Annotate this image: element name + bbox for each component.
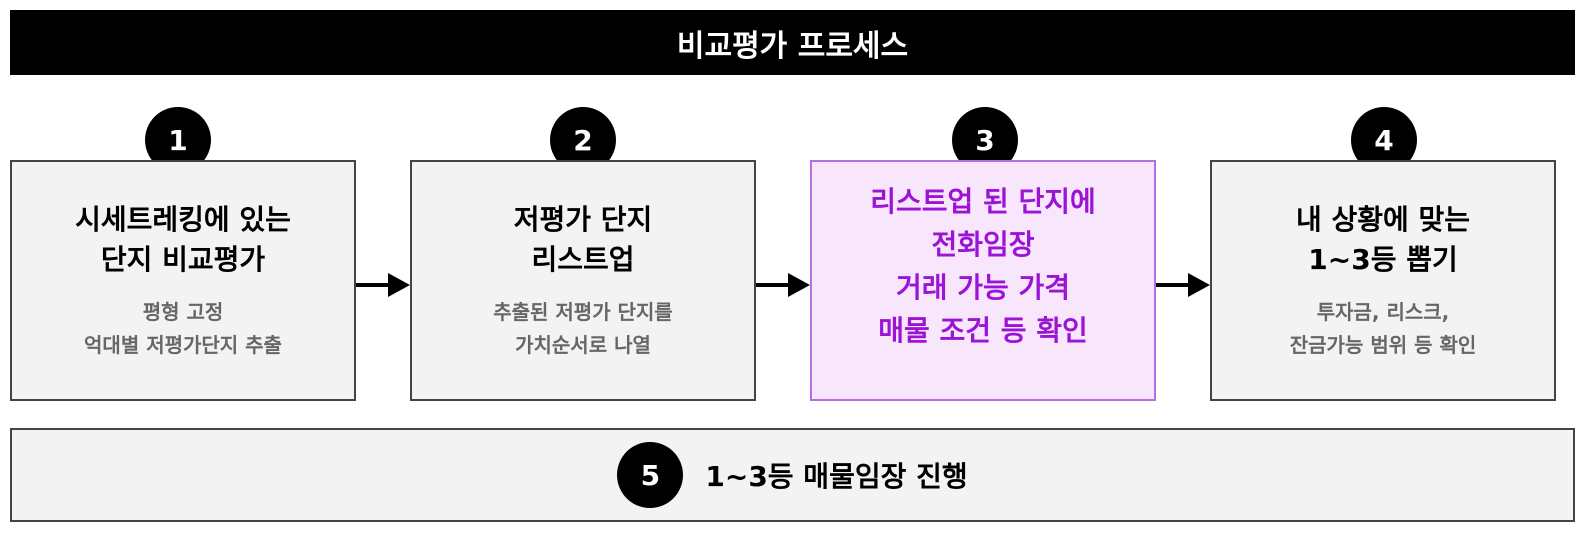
step-2-heading-line-1: 저평가 단지 <box>513 203 653 236</box>
process-title: 비교평가 프로세스 <box>10 10 1575 75</box>
step-1-description-line-1: 평형 고정 <box>142 300 224 324</box>
step-4-heading-line-1: 내 상황에 맞는 <box>1295 203 1471 236</box>
step-5-number-badge: 5 <box>617 442 684 508</box>
step-4-description-line-2: 잔금가능 범위 등 확인 <box>1289 333 1477 357</box>
step-1-description: 평형 고정 억대별 저평가단지 추출 <box>84 296 282 362</box>
step-3-heading-line-1: 리스트업 된 단지에 <box>870 185 1096 218</box>
step-1-description-line-2: 억대별 저평가단지 추출 <box>84 333 282 357</box>
step-2-description-line-1: 추출된 저평가 단지를 <box>493 300 673 324</box>
step-2-description-line-2: 가치순서로 나열 <box>515 333 651 357</box>
step-4-heading-line-2: 1~3등 뽑기 <box>1308 243 1458 276</box>
step-4-description-line-1: 투자금, 리스크, <box>1316 300 1450 324</box>
arrow-right-icon <box>756 273 810 297</box>
step-3-heading-line-4: 매물 조건 등 확인 <box>878 314 1088 347</box>
step-5-label: 1~3등 매물임장 진행 <box>705 460 968 493</box>
step-1-box: 시세트레킹에 있는 단지 비교평가 평형 고정 억대별 저평가단지 추출 <box>10 160 356 401</box>
step-2-box: 저평가 단지 리스트업 추출된 저평가 단지를 가치순서로 나열 <box>410 160 756 401</box>
step-5-box: 5 1~3등 매물임장 진행 <box>10 428 1575 522</box>
step-1-heading-line-1: 시세트레킹에 있는 <box>75 203 291 236</box>
step-1-heading: 시세트레킹에 있는 단지 비교평가 <box>75 200 291 280</box>
arrow-right-icon <box>1156 273 1210 297</box>
step-4-description: 투자금, 리스크, 잔금가능 범위 등 확인 <box>1290 296 1477 362</box>
step-3-heading-line-3: 거래 가능 가격 <box>895 271 1071 304</box>
step-3-heading: 리스트업 된 단지에 전화임장 거래 가능 가격 매물 조건 등 확인 <box>870 180 1096 352</box>
step-1-heading-line-2: 단지 비교평가 <box>100 243 266 276</box>
step-4-heading: 내 상황에 맞는 1~3등 뽑기 <box>1296 200 1470 280</box>
step-3-heading-line-2: 전화임장 <box>931 228 1035 261</box>
step-2-description: 추출된 저평가 단지를 가치순서로 나열 <box>493 296 673 362</box>
step-2-heading-line-2: 리스트업 <box>531 243 635 276</box>
step-4-box: 내 상황에 맞는 1~3등 뽑기 투자금, 리스크, 잔금가능 범위 등 확인 <box>1210 160 1556 401</box>
arrow-right-icon <box>356 273 410 297</box>
step-3-box: 리스트업 된 단지에 전화임장 거래 가능 가격 매물 조건 등 확인 <box>810 160 1156 401</box>
step-2-heading: 저평가 단지 리스트업 <box>514 200 653 280</box>
